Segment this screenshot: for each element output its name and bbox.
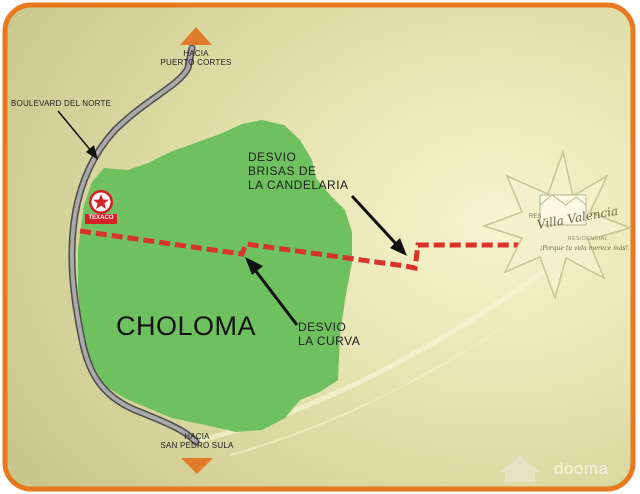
arrow-candelaria: [350, 194, 407, 256]
arrow-boulevard: [57, 110, 98, 160]
city-label: CHOLOMA: [116, 311, 257, 341]
texaco-logo-icon[interactable]: [85, 190, 117, 224]
desvio-curva-label: DESVIO LA CURVA: [298, 320, 361, 348]
boulevard-road[interactable]: [69, 46, 198, 444]
south-marker-icon[interactable]: [181, 458, 213, 474]
desvio-candelaria-label: DESVIO BRISAS DE LA CANDELARIA: [248, 150, 349, 192]
route-line[interactable]: [79, 228, 540, 271]
boulevard-label: BOULEVARD DEL NORTE: [11, 99, 112, 108]
south-direction-label: HACIA SAN PEDRO SULA: [160, 432, 234, 451]
texaco-text: TEXACO: [88, 215, 114, 221]
choloma-area: [78, 120, 352, 432]
brand-prefix: RES: [529, 214, 542, 220]
destination-star-icon[interactable]: [481, 149, 633, 301]
watermark-house-icon: [500, 456, 540, 482]
watermark-text: dooma: [554, 459, 609, 478]
north-direction-label: HACIA PUERTO CORTES: [160, 49, 232, 68]
brand-sub: RESIDENCIAL: [568, 236, 608, 242]
decorative-swoosh-2: [229, 249, 611, 456]
arrow-curva: [245, 257, 299, 326]
north-marker-icon[interactable]: [180, 27, 212, 45]
brand-slogan: ¡Porque tu vida merece más!: [540, 245, 628, 252]
